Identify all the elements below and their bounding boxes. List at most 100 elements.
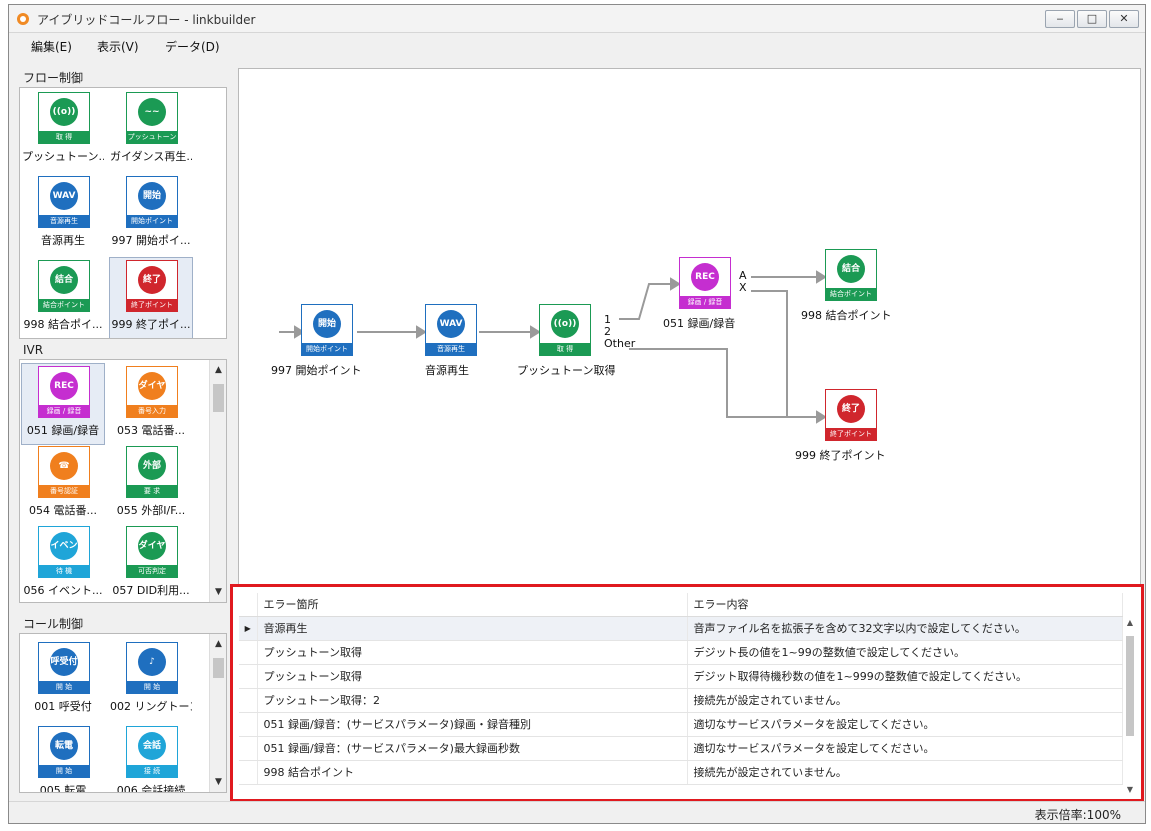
title-bar: アイブリッドコールフロー - linkbuilder ‒ □ ✕ <box>9 5 1145 33</box>
menu-bar: 編集(E) 表示(V) データ(D) <box>9 34 1145 58</box>
error-message-cell[interactable]: 適切なサービスパラメータを設定してください。 <box>687 712 1123 737</box>
scroll-up-icon[interactable]: ▲ <box>215 365 222 375</box>
flow-tile[interactable]: ((o))取 得プッシュトーン... <box>22 90 104 170</box>
row-selector-icon[interactable] <box>239 640 258 665</box>
row-selector-icon[interactable] <box>239 760 258 785</box>
tile-band: プッシュトーン取得 <box>127 131 177 153</box>
glyph-icon: 終了 <box>138 266 166 294</box>
row-selector-icon[interactable] <box>239 712 258 737</box>
ivr-tile[interactable]: ダイヤルイン利用可否判定057 DID利用... <box>110 524 192 602</box>
maximize-button[interactable]: □ <box>1077 10 1107 28</box>
error-location-cell[interactable]: プッシュトーン取得 <box>257 664 688 689</box>
row-selector-icon[interactable] <box>239 664 258 689</box>
port-label[interactable]: 1 <box>604 313 611 326</box>
menu-edit[interactable]: 編集(E) <box>31 40 72 54</box>
scroll-down-icon[interactable]: ▼ <box>215 777 222 787</box>
app-logo-icon <box>17 13 29 25</box>
row-selector-icon[interactable]: ▶ <box>239 616 258 641</box>
flow-node-end[interactable]: 終了終了ポイント <box>825 389 877 441</box>
error-message-cell[interactable]: 接続先が設定されていません。 <box>687 688 1123 713</box>
minimize-button[interactable]: ‒ <box>1045 10 1075 28</box>
node-band: 結合ポイント <box>826 288 876 300</box>
menu-view[interactable]: 表示(V) <box>97 40 139 54</box>
scroll-down-icon[interactable]: ▼ <box>215 587 222 597</box>
node-band: 音源再生 <box>426 343 476 355</box>
flow-tile[interactable]: ~~プッシュトーン取得ガイダンス再生... <box>110 90 192 170</box>
column-header-location[interactable]: エラー箇所 <box>257 593 688 617</box>
error-scrollbar[interactable]: ▲ ▼ <box>1123 616 1137 796</box>
node-glyph-icon: 開始 <box>313 310 341 338</box>
close-button[interactable]: ✕ <box>1109 10 1139 28</box>
flow-node-label: 051 録画/録音 <box>663 317 736 330</box>
port-label[interactable]: Other <box>604 337 636 350</box>
menu-data[interactable]: データ(D) <box>165 40 220 54</box>
flow-node-join[interactable]: 結合結合ポイント <box>825 249 877 301</box>
tile-band: 番号入力 <box>127 405 177 417</box>
tile-label: 999 終了ポイ... <box>111 318 191 331</box>
port-label[interactable]: A <box>739 269 747 282</box>
port-label[interactable]: 2 <box>604 325 611 338</box>
section-ivr-label: IVR <box>23 343 44 357</box>
error-message-cell[interactable]: デジット長の値を1~99の整数値で設定してください。 <box>687 640 1123 665</box>
glyph-icon: 開始 <box>138 182 166 210</box>
ivr-scrollbar[interactable]: ▲ ▼ <box>209 360 226 602</box>
tile-band: 接 続 <box>127 765 177 777</box>
flow-node-label: プッシュトーン取得 <box>517 364 616 377</box>
node-glyph-icon: WAV <box>437 310 465 338</box>
ivr-tile[interactable]: ダイヤル番号入力053 電話番... <box>110 364 192 444</box>
scroll-thumb[interactable] <box>213 658 224 678</box>
error-row[interactable]: 998 結合ポイント接続先が設定されていません。 <box>239 760 1123 785</box>
tile-label: 998 結合ポイ... <box>23 318 103 331</box>
error-location-cell[interactable]: 051 録画/録音：(サービスパラメータ)録画・録音種別 <box>257 712 688 737</box>
error-location-cell[interactable]: プッシュトーン取得：2 <box>257 688 688 713</box>
call-tile-icon: 転電開 始 <box>38 726 90 778</box>
error-message-cell[interactable]: デジット取得待機秒数の値を1~999の整数値で設定してください。 <box>687 664 1123 689</box>
flow-node-push[interactable]: ((o))取 得 <box>539 304 591 356</box>
error-row[interactable]: ▶音源再生音声ファイル名を拡張子を含めて32文字以内で設定してください。 <box>239 616 1123 641</box>
tile-band: 待 機 <box>39 565 89 577</box>
error-row[interactable]: 051 録画/録音：(サービスパラメータ)最大録画秒数適切なサービスパラメータを… <box>239 736 1123 761</box>
scroll-up-icon[interactable]: ▲ <box>215 639 222 649</box>
error-message-cell[interactable]: 音声ファイル名を拡張子を含めて32文字以内で設定してください。 <box>687 616 1123 641</box>
error-row[interactable]: 051 録画/録音：(サービスパラメータ)録画・録音種別適切なサービスパラメータ… <box>239 712 1123 737</box>
error-message-cell[interactable]: 接続先が設定されていません。 <box>687 760 1123 785</box>
scroll-thumb[interactable] <box>213 384 224 412</box>
column-header-message[interactable]: エラー内容 <box>687 593 1123 617</box>
tile-label: 001 呼受付 <box>34 700 92 713</box>
row-selector-icon[interactable] <box>239 688 258 713</box>
glyph-icon: 転電 <box>50 732 78 760</box>
node-band: 録画 / 録音 <box>680 296 730 308</box>
error-location-cell[interactable]: 音源再生 <box>257 616 688 641</box>
flow-node-start[interactable]: 開始開始ポイント <box>301 304 353 356</box>
row-selector-icon[interactable] <box>239 736 258 761</box>
flow-node-label: 音源再生 <box>425 364 469 377</box>
scroll-up-icon[interactable]: ▲ <box>1126 618 1134 627</box>
error-location-cell[interactable]: 998 結合ポイント <box>257 760 688 785</box>
error-location-cell[interactable]: プッシュトーン取得 <box>257 640 688 665</box>
error-message-cell[interactable]: 適切なサービスパラメータを設定してください。 <box>687 736 1123 761</box>
error-row[interactable]: プッシュトーン取得デジット取得待機秒数の値を1~999の整数値で設定してください… <box>239 664 1123 689</box>
port-label[interactable]: X <box>739 281 747 294</box>
scroll-down-icon[interactable]: ▼ <box>1126 785 1134 794</box>
scroll-thumb[interactable] <box>1126 636 1134 736</box>
error-row[interactable]: プッシュトーン取得デジット長の値を1~99の整数値で設定してください。 <box>239 640 1123 665</box>
ivr-tile-icon: ☎番号認証 <box>38 446 90 498</box>
call-scrollbar[interactable]: ▲ ▼ <box>209 634 226 792</box>
error-location-cell[interactable]: 051 録画/録音：(サービスパラメータ)最大録画秒数 <box>257 736 688 761</box>
flow-node-wav[interactable]: WAV 音源再生 <box>425 304 477 356</box>
